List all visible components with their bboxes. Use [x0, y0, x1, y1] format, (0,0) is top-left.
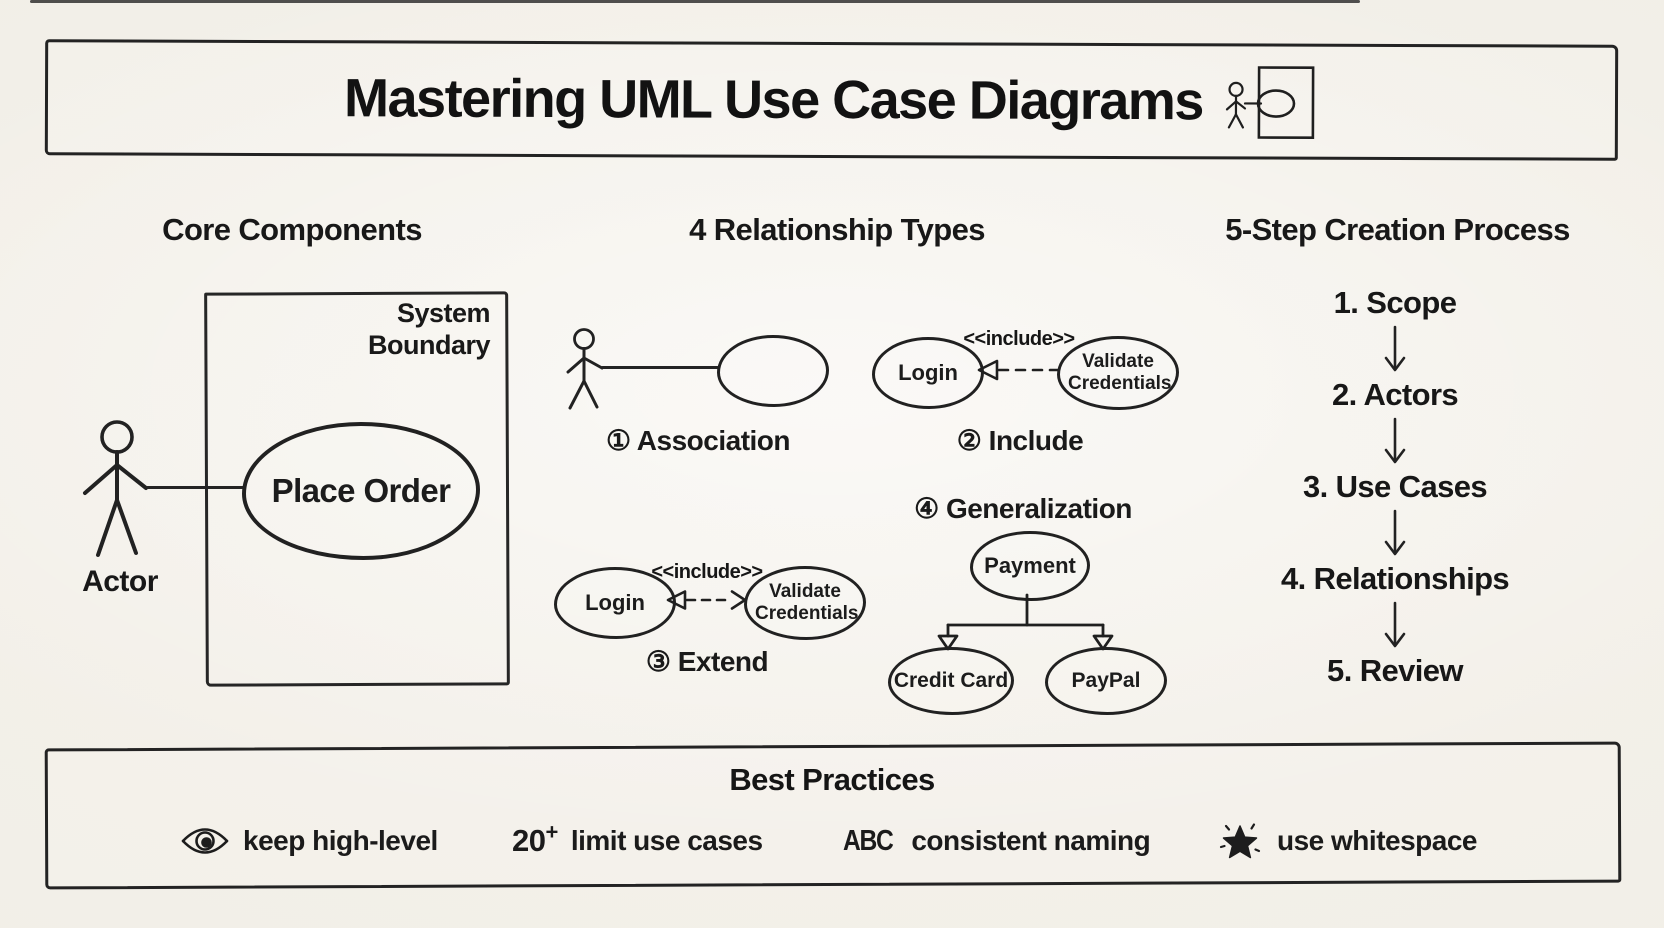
star-icon — [1219, 823, 1261, 859]
generalization-parent-oval: Payment — [970, 531, 1090, 601]
include-target-oval: Validate Credentials — [1057, 336, 1179, 410]
process-step-3: 3. Use Cases — [1302, 469, 1488, 504]
heading-relationship-types: 4 Relationship Types — [689, 212, 985, 247]
generalization-child-left-label: Credit Card — [893, 669, 1009, 692]
include-stereotype: <<include>> — [963, 328, 1075, 350]
system-boundary-label: System Boundary — [367, 298, 491, 361]
best-practice-label: consistent naming — [911, 825, 1151, 856]
association-label: ① Association — [605, 425, 791, 456]
include-source-label: Login — [898, 360, 958, 385]
generalization-child-left-oval: Credit Card — [888, 647, 1014, 715]
generalization-connector — [937, 593, 1114, 651]
generalization-label: ④ Generalization — [914, 493, 1132, 524]
extend-source-oval: Login — [554, 567, 676, 639]
abc-badge: ABC — [843, 824, 894, 857]
down-arrow-icon — [1384, 601, 1406, 648]
best-practice-label: limit use cases — [570, 825, 763, 856]
include-target-label: Validate Credentials — [1068, 351, 1172, 394]
actor-label: Actor — [82, 565, 158, 598]
down-arrow-icon — [1384, 509, 1406, 556]
extend-label: ③ Extend — [645, 646, 769, 677]
paper-edge-smudge — [30, 0, 1360, 3]
title-box: Mastering UML Use Case Diagrams — [44, 39, 1619, 161]
actor-icon-small — [566, 328, 604, 410]
include-source-oval: Login — [872, 337, 984, 409]
best-practice-label: keep high-level — [243, 825, 438, 856]
extend-target-oval: Validate Credentials — [744, 566, 866, 640]
process-step-2: 2. Actors — [1331, 377, 1459, 412]
generalization-child-right-label: PayPal — [1071, 669, 1141, 692]
down-arrow-icon — [1384, 417, 1406, 464]
best-practice-consistent-naming: ABC consistent naming — [843, 818, 1151, 864]
extend-dashed-arrow — [666, 590, 747, 610]
page-title: Mastering UML Use Case Diagrams — [343, 68, 1204, 132]
process-step-1: 1. Scope — [1333, 285, 1457, 320]
association-line — [601, 366, 719, 369]
creation-process-flow: 1. Scope 2. Actors 3. Use Cases 4. Relat… — [1215, 284, 1575, 690]
generalization-child-right-oval: PayPal — [1045, 647, 1167, 715]
best-practice-keep-high-level: keep high-level — [180, 818, 438, 864]
heading-creation-process: 5-Step Creation Process — [1225, 212, 1570, 247]
down-arrow-icon — [1384, 325, 1406, 372]
use-case-mini-diagram-icon — [1225, 66, 1315, 139]
extend-stereotype: <<include>> — [651, 561, 763, 583]
best-practice-label: use whitespace — [1277, 825, 1477, 856]
best-practice-limit-use-cases: 20+ limit use cases — [512, 818, 763, 864]
use-case-oval-place-order: Place Order — [242, 422, 480, 560]
process-step-5: 5. Review — [1327, 653, 1464, 688]
best-practice-use-whitespace: use whitespace — [1218, 818, 1477, 864]
association-line-core — [146, 485, 244, 489]
twenty-plus-badge: 20+ — [512, 819, 558, 858]
extend-source-label: Login — [585, 590, 645, 615]
include-label: ② Include — [956, 425, 1084, 456]
include-dashed-arrow — [977, 359, 1060, 381]
actor-icon — [83, 420, 148, 557]
process-step-4: 4. Relationships — [1280, 561, 1510, 596]
extend-target-label: Validate Credentials — [755, 581, 859, 624]
heading-core-components: Core Components — [162, 212, 422, 247]
use-case-label: Place Order — [271, 472, 451, 509]
eye-icon — [181, 828, 229, 854]
generalization-parent-label: Payment — [984, 553, 1076, 578]
association-empty-oval — [717, 335, 829, 407]
best-practices-heading: Best Practices — [729, 762, 935, 797]
